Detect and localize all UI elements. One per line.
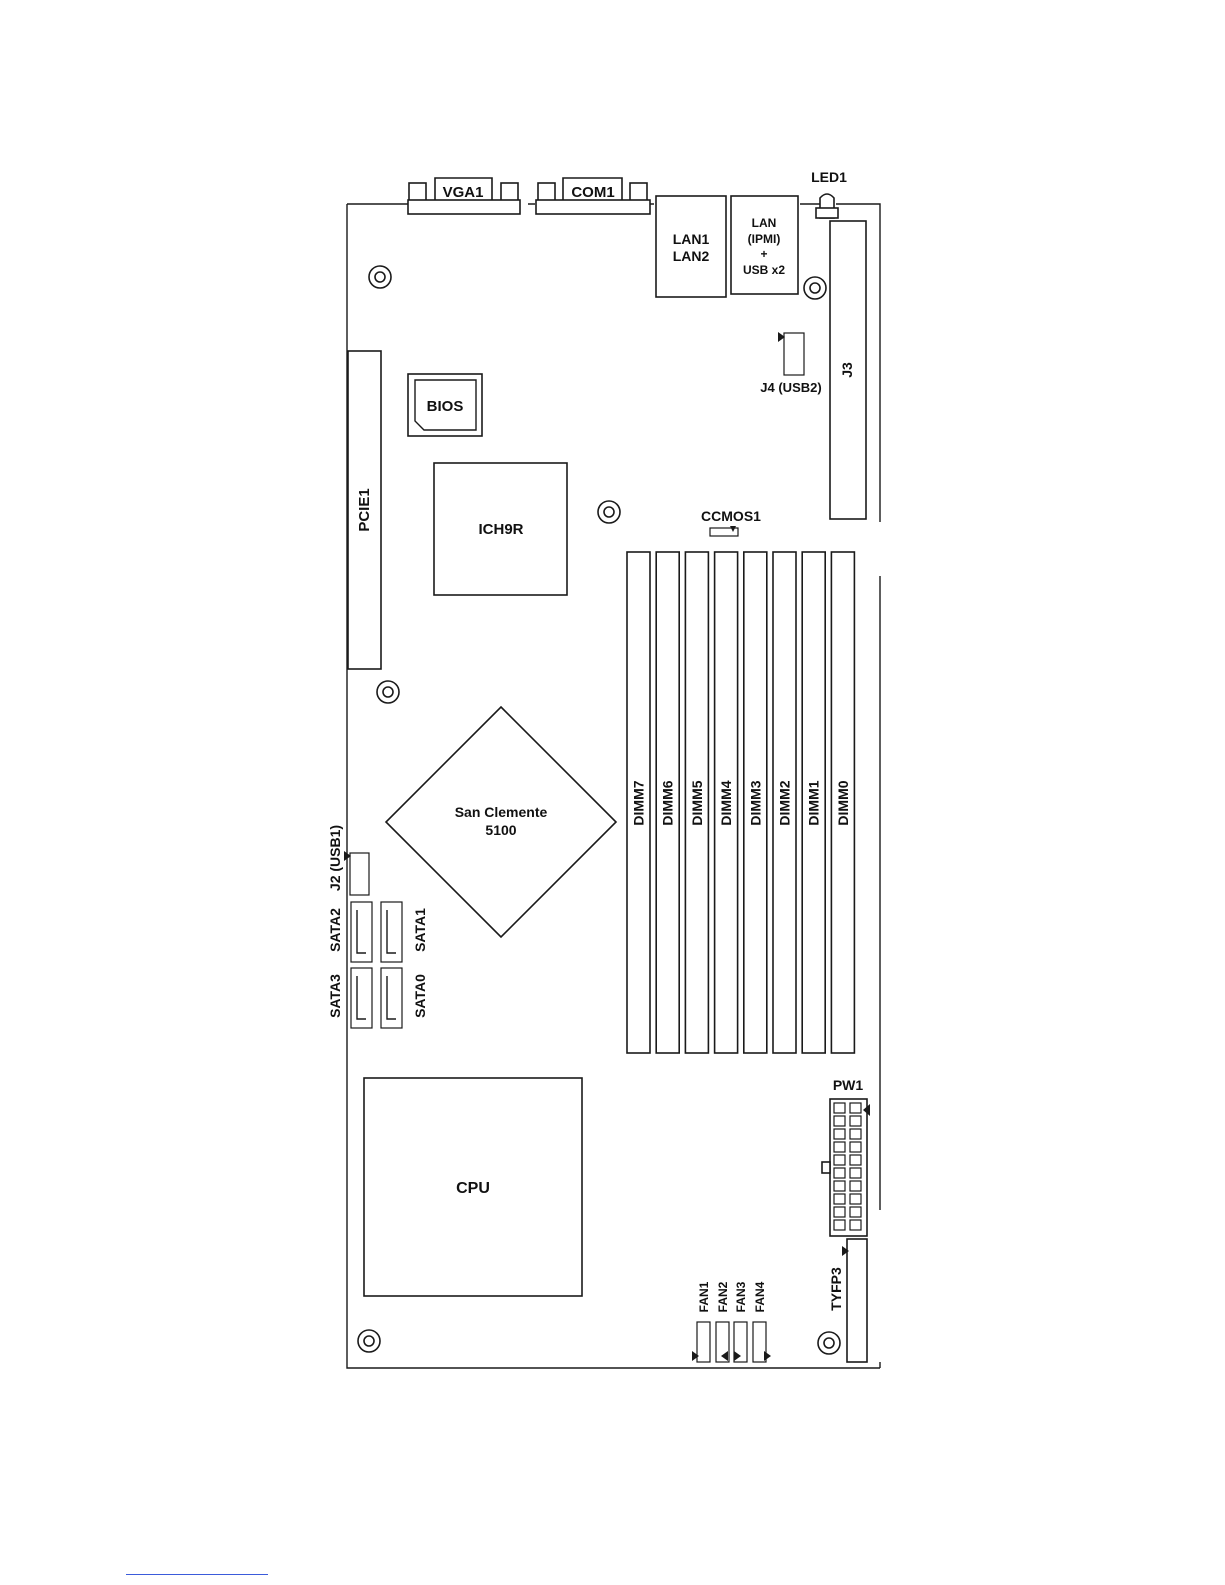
fan1-label: FAN1 [697,1281,711,1312]
dimm-slot-group: DIMM7 DIMM6 DIMM5 DIMM4 DIMM3 DIMM2 DIMM1 DIMM0 [627,552,854,1053]
lan-connector: LAN1 LAN2 [656,196,726,297]
dimm-label: DIMM2 [777,780,793,825]
fan3-header: FAN3 [734,1281,748,1362]
dimm-slot: DIMM7 [627,552,650,1053]
pw1-pin [850,1116,861,1126]
sata0-connector: SATA0 [381,968,428,1028]
mounting-hole [818,1332,840,1354]
mounting-hole [369,266,391,288]
j3-slot: J3 [830,221,866,519]
pw1-pin [834,1116,845,1126]
pw1-pin [850,1142,861,1152]
dimm-label: DIMM7 [631,780,647,825]
dimm-label: DIMM1 [806,780,822,825]
pw1-pin [834,1194,845,1204]
ccmos-jumper: CCMOS1 [701,508,761,536]
pcie-slot: PCIE1 [348,351,381,669]
pw1-pin [834,1220,845,1230]
lan-ipmi-label-line3: + [760,247,767,261]
ich-label: ICH9R [478,521,523,538]
com-label: COM1 [571,184,614,201]
pw1-pin [850,1220,861,1230]
j2-label: J2 (USB1) [327,825,343,891]
fan4-header: FAN4 [753,1281,771,1362]
pw1-pin [850,1103,861,1113]
pw1-pin [834,1155,845,1165]
pw1-pin [850,1129,861,1139]
dimm-slot: DIMM0 [831,552,854,1053]
mounting-hole [377,681,399,703]
fan3-label: FAN3 [734,1281,748,1312]
dimm-slot: DIMM4 [715,552,738,1053]
northbridge-label-line1: San Clemente [455,804,548,820]
com-connector: COM1 [536,178,650,214]
pw-label: PW1 [833,1077,864,1093]
northbridge-chip: San Clemente 5100 [386,707,616,937]
mounting-hole [804,277,826,299]
sata3-connector: SATA3 [327,968,372,1028]
fan2-label: FAN2 [716,1281,730,1312]
fan1-header: FAN1 [692,1281,711,1362]
sata2-connector: SATA2 [327,902,372,962]
mounting-hole [358,1330,380,1352]
pw1-pin [850,1155,861,1165]
lan-ipmi-usb-connector: LAN (IPMI) + USB x2 [731,196,798,294]
pw1-pin [834,1129,845,1139]
dimm-label: DIMM5 [689,780,705,825]
lan-ipmi-label-line2: (IPMI) [748,232,781,246]
vga-label: VGA1 [443,184,484,201]
fan4-label: FAN4 [753,1281,767,1312]
lan-label: LAN1 [673,231,710,247]
dimm-slot: DIMM6 [656,552,679,1053]
pw1-pin [850,1207,861,1217]
dimm-slot: DIMM3 [744,552,767,1053]
pw1-pin [834,1207,845,1217]
j4-usb2-header: J4 (USB2) [760,332,821,395]
cpu-socket: CPU [364,1078,582,1296]
dimm-label: DIMM6 [660,780,676,825]
bios-chip: BIOS [408,374,482,436]
dimm-label: DIMM3 [747,780,763,825]
sata2-label: SATA2 [327,908,343,952]
sata1-label: SATA1 [412,908,428,952]
sata0-label: SATA0 [412,974,428,1018]
pw1-pin [834,1168,845,1178]
pw1-pin [850,1194,861,1204]
pw1-pin [834,1142,845,1152]
cpu-label: CPU [456,1180,490,1197]
pw1-pin [850,1168,861,1178]
lan-ipmi-label-line1: LAN [752,216,777,230]
dimm-label: DIMM4 [718,780,734,825]
pw1-pin [850,1181,861,1191]
dimm-slot: DIMM2 [773,552,796,1053]
pw1-pin [834,1181,845,1191]
ich-chipset: ICH9R [434,463,567,595]
fan2-header: FAN2 [716,1281,730,1362]
dimm-label: DIMM0 [835,780,851,825]
j3-label: J3 [839,362,855,378]
led-indicator: LED1 [811,169,847,218]
dimm-slot: DIMM1 [802,552,825,1053]
vga-connector: VGA1 [408,178,520,214]
pcie-label: PCIE1 [356,488,373,531]
led-label: LED1 [811,169,847,185]
footnote-rule [126,1574,268,1575]
lan-ipmi-label-line4: USB x2 [743,263,785,277]
pw1-pin [834,1103,845,1113]
j4-label: J4 (USB2) [760,380,821,395]
ccmos-label: CCMOS1 [701,508,761,524]
dimm-slot: DIMM5 [685,552,708,1053]
lan-label-2: LAN2 [673,248,710,264]
pw1-power-connector: PW1 [822,1077,870,1236]
sata3-label: SATA3 [327,974,343,1018]
sata1-connector: SATA1 [381,902,428,962]
bios-label: BIOS [427,398,464,415]
tyfp-label: TYFP3 [828,1267,844,1311]
northbridge-label-line2: 5100 [485,822,516,838]
mounting-hole [598,501,620,523]
j2-usb1-header: J2 (USB1) [327,825,369,895]
